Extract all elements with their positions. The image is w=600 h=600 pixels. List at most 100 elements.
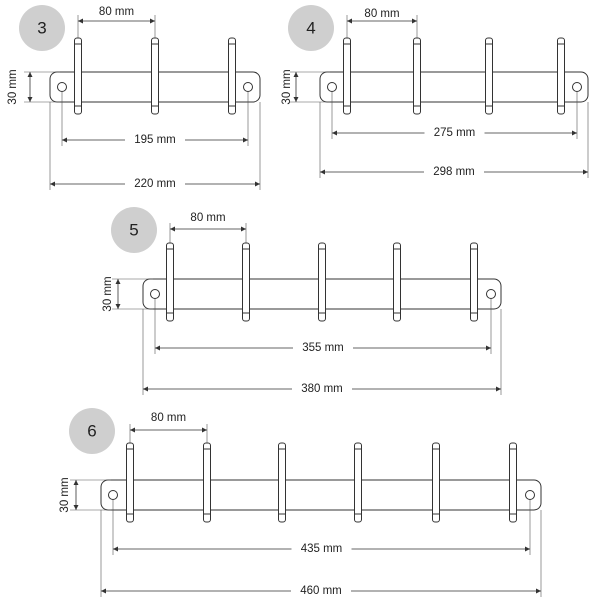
screw-hole xyxy=(150,289,160,299)
total-label-mask xyxy=(291,584,351,598)
spacing-dimension-arrow-right xyxy=(241,226,246,232)
height-dimension-arrow-top xyxy=(73,480,79,485)
hook-bar xyxy=(166,242,174,322)
inner-label-mask xyxy=(424,126,485,140)
hook xyxy=(432,442,440,523)
inner-label-mask xyxy=(293,341,353,355)
hook-bar xyxy=(126,442,134,523)
total-dimension-arrow-right xyxy=(496,386,501,392)
inner-dimension-arrow-right xyxy=(572,130,577,136)
screw-hole xyxy=(525,490,535,500)
inner-dimension-arrow-right xyxy=(525,546,530,552)
hook xyxy=(343,37,351,115)
variant-number: 5 xyxy=(129,221,138,240)
variant-badge xyxy=(69,408,115,454)
spacing-dimension-arrow-right xyxy=(150,18,155,24)
spacing-label: 80 mm xyxy=(99,6,134,18)
inner-dimension-arrow-left xyxy=(332,130,337,136)
height-dimension-arrow-top xyxy=(293,72,299,77)
spacing-dimension-arrow-left xyxy=(170,226,175,232)
hook xyxy=(509,442,517,523)
spacing-dimension-arrow-left xyxy=(347,18,352,24)
hook-bar xyxy=(485,37,493,115)
hook xyxy=(126,442,134,523)
total-dimension-arrow-right xyxy=(536,588,541,594)
hook xyxy=(166,242,174,322)
total-dimension-arrow-left xyxy=(101,588,106,594)
height-dimension-arrow-bottom xyxy=(73,505,79,510)
hook xyxy=(393,242,401,322)
total-label: 460 mm xyxy=(300,585,342,597)
hook-bar xyxy=(393,242,401,322)
inner-label: 355 mm xyxy=(302,342,344,354)
total-label-mask xyxy=(292,382,352,396)
screw-hole xyxy=(572,82,582,92)
height-dimension-arrow-top xyxy=(27,72,33,77)
hook-bar xyxy=(354,442,362,523)
screw-hole xyxy=(243,82,253,92)
spacing-label: 80 mm xyxy=(364,8,399,20)
hook xyxy=(413,37,421,115)
hook-bar xyxy=(151,37,159,115)
hook xyxy=(242,242,250,322)
hook xyxy=(485,37,493,115)
height-dimension-arrow-bottom xyxy=(27,97,33,102)
hook-bar xyxy=(242,242,250,322)
total-dimension-arrow-right xyxy=(255,181,260,187)
spacing-label: 80 mm xyxy=(190,212,225,224)
variant-number: 3 xyxy=(37,19,46,38)
height-dimension-arrow-top xyxy=(115,279,121,284)
hook-bar xyxy=(74,37,82,115)
total-label-mask xyxy=(125,177,185,191)
total-label: 380 mm xyxy=(301,383,343,395)
spacing-dimension-arrow-right xyxy=(412,18,417,24)
spacing-dimension-arrow-right xyxy=(202,427,207,433)
total-label: 220 mm xyxy=(134,178,176,190)
hook-bar xyxy=(432,442,440,523)
hook-bar xyxy=(278,442,286,523)
height-label: 30 mm xyxy=(281,69,293,104)
hook xyxy=(470,242,478,322)
hook xyxy=(74,37,82,115)
total-dimension-arrow-left xyxy=(143,386,148,392)
variant-badge xyxy=(111,207,157,253)
spacing-dimension-arrow-left xyxy=(130,427,135,433)
hook xyxy=(151,37,159,115)
variant-badge xyxy=(19,5,65,51)
inner-label: 275 mm xyxy=(434,127,476,139)
screw-hole xyxy=(486,289,496,299)
inner-label: 435 mm xyxy=(301,543,343,555)
hook xyxy=(318,242,326,322)
total-label-mask xyxy=(424,165,484,179)
inner-dimension-arrow-right xyxy=(486,345,491,351)
inner-label: 195 mm xyxy=(134,134,176,146)
inner-label-mask xyxy=(125,133,185,147)
height-dimension-arrow-bottom xyxy=(293,97,299,102)
hook-bar xyxy=(228,37,236,115)
hook-bar xyxy=(318,242,326,322)
hook xyxy=(557,37,565,115)
hook xyxy=(278,442,286,523)
screw-hole xyxy=(108,490,118,500)
height-dimension-arrow-bottom xyxy=(115,304,121,309)
height-label: 30 mm xyxy=(59,477,71,512)
hook xyxy=(354,442,362,523)
screw-hole xyxy=(327,82,337,92)
inner-label-mask xyxy=(291,542,352,556)
total-dimension-arrow-left xyxy=(50,181,55,187)
screw-hole xyxy=(57,82,67,92)
hook-bar xyxy=(557,37,565,115)
total-dimension-arrow-left xyxy=(320,169,325,175)
inner-dimension-arrow-left xyxy=(113,546,118,552)
hook-bar xyxy=(509,442,517,523)
hook-bar xyxy=(470,242,478,322)
hook-bar xyxy=(413,37,421,115)
variant-number: 6 xyxy=(87,422,96,441)
inner-dimension-arrow-left xyxy=(155,345,160,351)
spacing-dimension-arrow-left xyxy=(78,18,83,24)
mounting-rail xyxy=(100,479,542,511)
